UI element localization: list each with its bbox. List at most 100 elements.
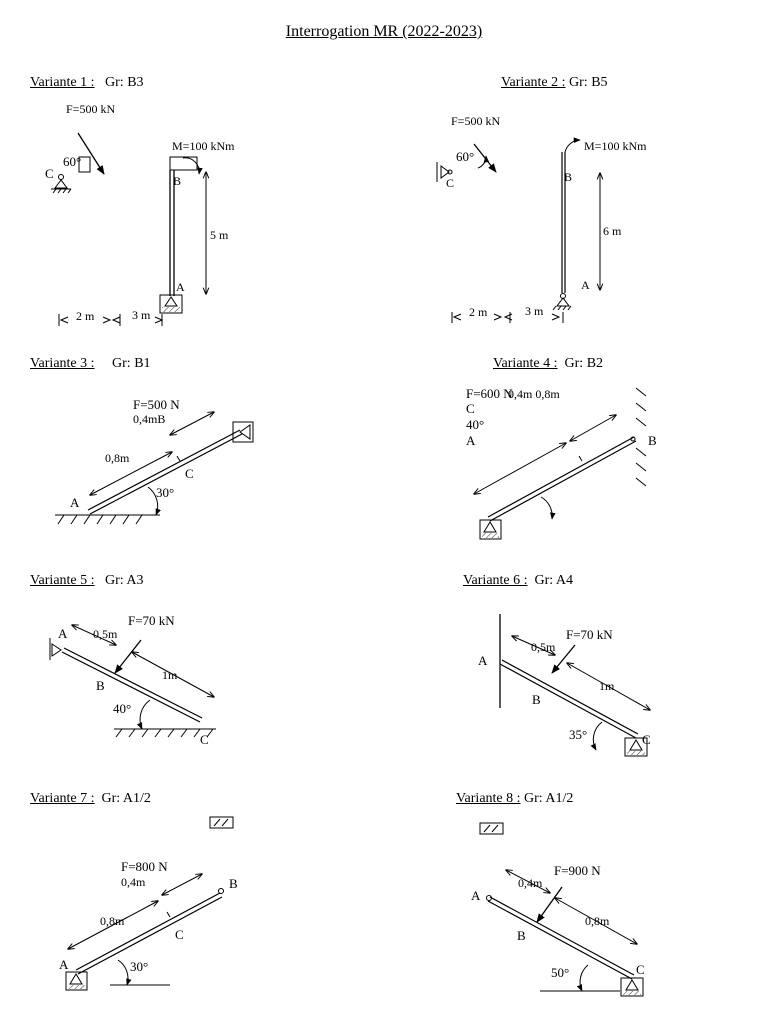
force-arrow-v2 [473, 143, 497, 173]
moment-label-v1: M=100 kNm [172, 139, 235, 153]
variant-3-label: Variante 3 : [30, 356, 95, 371]
beam-v5 [63, 647, 203, 719]
figure-variant-2: F=500 kN 60° C M=100 kNm B 6 m A 2 m 3 m [436, 114, 647, 323]
dim-04m-v3 [170, 412, 214, 435]
angle-label-v8: 50° [551, 965, 569, 980]
variant-8-heading: Variante 8 : Gr: A1/2 [456, 791, 573, 807]
force-label-v4: F=600 N [466, 386, 513, 401]
force-label-v8: F=900 N [554, 863, 601, 878]
force-arrow-v8 [536, 886, 563, 923]
fixed-support-c-v6 [624, 737, 648, 757]
dist2-label-v3: 0,8m [105, 451, 130, 465]
dim-04m-v8 [506, 870, 550, 893]
node-b-label-v8: B [517, 928, 526, 943]
node-a-label-v3: A [70, 495, 80, 510]
pin-support-c-v1 [51, 174, 72, 194]
dim2-label-v2: 3 m [525, 304, 544, 318]
variant-6-heading: Variante 6 : Gr: A4 [463, 573, 573, 589]
node-b-box-v1 [169, 156, 198, 171]
load-point-tick-v3 [176, 455, 181, 462]
dist1-label-v5: 0,5m [93, 627, 118, 641]
node-c-label-v8: C [636, 962, 645, 977]
force-label-v5: F=70 kN [128, 613, 175, 628]
figure-variant-8: F=900 N A 0,4m B 0,8m 50° C [471, 822, 645, 997]
variant-8-group: Gr: A1/2 [524, 791, 574, 806]
dim2-label-v1: 3 m [132, 308, 151, 322]
variant-8-label: Variante 8 : [456, 791, 521, 806]
document-title: Interrogation MR (2022-2023) [285, 23, 483, 40]
node-a-label-v8: A [471, 888, 481, 903]
force-label-v7: F=800 N [121, 859, 168, 874]
node-a-label-v1: A [176, 280, 185, 294]
figure-variant-5: A 0,5m F=70 kN 1m B 40° C [49, 613, 216, 747]
node-b-label-v5: B [96, 678, 105, 693]
node-b-label-v2: B [564, 170, 572, 184]
force-label-v1: F=500 kN [66, 102, 115, 116]
variant-5-label: Variante 5 : [30, 573, 95, 588]
node-a-label-v6: A [478, 653, 488, 668]
node-a-label-v5: A [58, 626, 68, 641]
variant-2-label: Variante 2 : [501, 75, 566, 90]
angle-label-v5: 40° [113, 701, 131, 716]
legend-box-v8 [479, 822, 504, 835]
dim-05m-v6 [512, 636, 555, 655]
angle-label-v4: 40° [466, 417, 484, 432]
node-b-label-v6: B [532, 692, 541, 707]
dim-04m-v4 [570, 415, 616, 441]
pin-support-a-v2 [552, 293, 572, 311]
force-arrow-v6 [551, 644, 576, 674]
node-a-label-v2: A [581, 278, 590, 292]
variant-7-heading: Variante 7 : Gr: A1/2 [30, 791, 151, 807]
angle-label-v7: 30° [130, 959, 148, 974]
dist2-label-v5: 1m [162, 668, 178, 682]
variant-5-heading: Variante 5 : Gr: A3 [30, 573, 144, 589]
fixed-support-c-v8 [620, 977, 644, 997]
legend-box-v7 [209, 816, 234, 829]
dims-label-v4: 0,4m 0,8m [508, 387, 560, 401]
node-a-label-v7: A [59, 957, 69, 972]
moment-arrow-v1 [182, 157, 203, 175]
variant-1-label: Variante 1 : [30, 75, 95, 90]
dim-08m-v3 [90, 452, 172, 495]
moment-arrow-v2 [564, 137, 581, 153]
variant-3-heading: Variante 3 : Gr: B1 [30, 356, 151, 372]
dim-08m-v8 [555, 898, 637, 944]
figure-variant-3: F=500 N 0,4mB 0,8m C A 30° [55, 397, 254, 525]
angle-label-v6: 35° [569, 727, 587, 742]
force-label-v3: F=500 N [133, 397, 180, 412]
dist2-label-v6: 1m [599, 679, 615, 693]
node-b-label-v1: B [173, 174, 181, 188]
beam-v4 [487, 436, 635, 518]
support-box-v3 [232, 421, 254, 443]
height-label-v2: 6 m [603, 224, 622, 238]
height-label-v1: 5 m [210, 228, 229, 242]
hinge-b-v7 [218, 888, 224, 894]
dist2-label-v8: 0,8m [585, 914, 610, 928]
dim-04m-v7 [162, 874, 202, 895]
load-point-tick-v4 [578, 455, 583, 462]
variant-1-group: Gr: B3 [105, 75, 144, 90]
dist2-label-v7: 0,8m [100, 914, 125, 928]
variant-3-group: Gr: B1 [112, 356, 151, 371]
node-b-label-v4: B [648, 433, 657, 448]
dim1-label-v2: 2 m [469, 305, 488, 319]
node-c-label-v3: C [185, 466, 194, 481]
angle-arc-v5 [136, 699, 151, 730]
variant-7-group: Gr: A1/2 [101, 791, 151, 806]
angle-box-v1 [78, 156, 91, 173]
angle-arc-v3 [147, 486, 161, 516]
roller-support-c-v2 [436, 162, 453, 182]
angle-arc-v6 [590, 721, 603, 751]
hinge-a-v8 [486, 895, 492, 901]
variant-5-group: Gr: A3 [105, 573, 144, 588]
beam-v6 [501, 659, 639, 735]
dim-05m-v5 [72, 625, 116, 645]
variant-2-group: Gr: B5 [569, 75, 608, 90]
load-point-tick-v7 [166, 911, 171, 918]
node-c-label-v4: C [466, 401, 475, 416]
dist1-label-v3: 0,4mB [133, 412, 165, 426]
variant-4-group: Gr: B2 [564, 356, 604, 371]
pin-support-a-v5 [49, 638, 62, 660]
dim1-label-v1: 2 m [76, 309, 95, 323]
